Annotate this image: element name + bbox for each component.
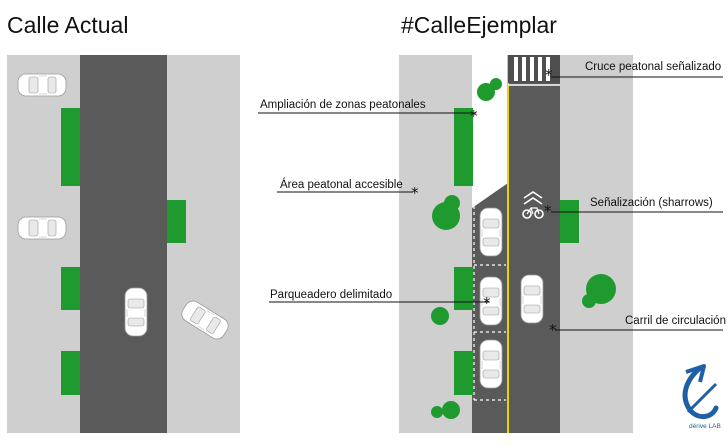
annotation-pedestrian-extension: * Ampliación de zonas peatonales [258, 99, 478, 125]
annotation-crosswalk: * Cruce peatonal señalizado [545, 61, 723, 84]
svg-text:*: * [483, 294, 491, 312]
parked-car [479, 339, 503, 389]
parked-car [17, 73, 67, 97]
parking-delimiters [473, 206, 506, 401]
planter [454, 351, 473, 395]
sharrow-icon [522, 191, 544, 219]
label-lane: Carril de circulación [625, 315, 726, 327]
label-crosswalk: Cruce peatonal señalizado [585, 61, 721, 73]
sidewalk-right [560, 55, 633, 433]
svg-text:*: * [545, 66, 553, 84]
label-accessible-area: Área peatonal accesible [280, 178, 403, 191]
planter [454, 267, 473, 310]
annotation-accessible-area: * Área peatonal accesible [277, 178, 419, 202]
label-parking: Parqueadero delimitado [270, 289, 392, 301]
road [80, 55, 167, 433]
annotation-parking: * Parqueadero delimitado [269, 289, 491, 312]
trees [431, 78, 616, 419]
current-street [7, 55, 240, 433]
annotation-sharrows: * Señalización (sharrows) [544, 197, 723, 220]
planter [61, 351, 80, 395]
svg-text:*: * [411, 184, 419, 202]
example-street [399, 55, 633, 433]
driving-car [520, 274, 544, 324]
title-left: Calle Actual [7, 12, 129, 38]
crosswalk [508, 55, 560, 86]
svg-text:*: * [470, 107, 478, 125]
travel-lane [508, 55, 560, 433]
label-sharrows: Señalización (sharrows) [590, 197, 713, 209]
planter [454, 108, 473, 186]
parked-car [17, 216, 67, 240]
planter [167, 200, 186, 243]
driving-car [124, 287, 148, 337]
parked-car [479, 207, 503, 257]
logo-text: dérive LAB [689, 423, 721, 430]
title-right: #CalleEjemplar [401, 12, 557, 38]
derive-lab-logo: dérive LAB [682, 364, 721, 430]
annotation-lane: * Carril de circulación [549, 315, 726, 339]
planter [61, 108, 80, 186]
planter [61, 267, 80, 310]
svg-text:*: * [549, 321, 557, 339]
sidewalk-right [167, 55, 240, 433]
svg-text:*: * [544, 202, 552, 220]
planter [560, 200, 579, 243]
label-pedestrian-extension: Ampliación de zonas peatonales [260, 99, 426, 111]
sidewalk-diagonal [472, 172, 508, 208]
pedestrian-extension [472, 55, 508, 183]
